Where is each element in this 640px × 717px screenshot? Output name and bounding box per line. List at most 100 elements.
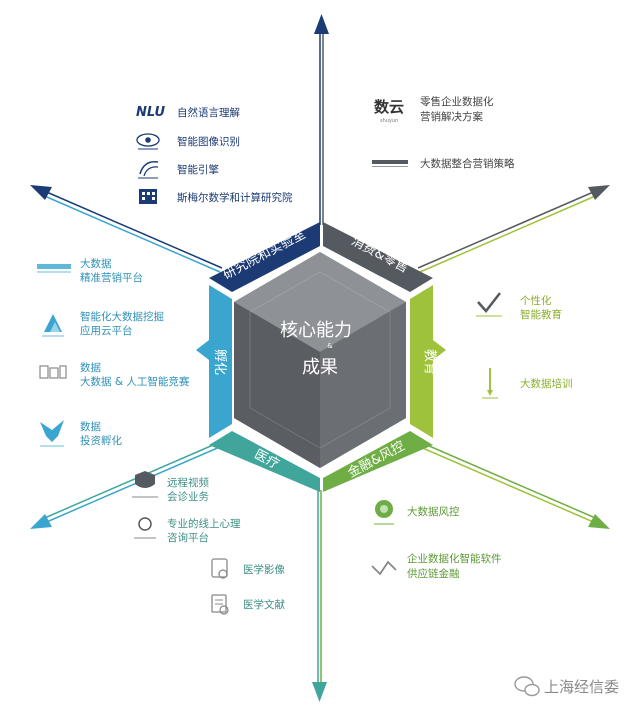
watermark: 上海经信委 [514, 676, 619, 697]
segment-label-education: 教育 [422, 349, 438, 375]
medical-item-line-2: 会诊业务 [167, 490, 209, 503]
shuyun-logo: 数云 [374, 98, 404, 116]
retail-item-shuyun: 数云 shuyun 零售企业数据化 营销解决方案 [374, 95, 494, 124]
incubation-item-line-2: 大数据 & 人工智能竞赛 [80, 375, 190, 388]
center-title: 核心能力 [280, 320, 352, 341]
checkmark-icon [476, 292, 502, 317]
incubation-item-line-2: 投资孵化 [80, 434, 122, 447]
globe-logo [374, 500, 394, 525]
segment-medical [209, 431, 320, 492]
shuyun-logo-sub: shuyun [380, 118, 398, 124]
incubation-item-marketing: 大数据 精准营销平台 [37, 257, 143, 284]
mountain-logo [42, 314, 64, 337]
research-item-institute: 斯梅尔数学和计算研究院 [139, 189, 293, 204]
axis-lower-left [30, 441, 223, 529]
nlu-logo: NLU [136, 105, 165, 120]
axis-lower-right [417, 441, 610, 529]
incubation-item-mining: 智能化大数据挖掘 应用云平台 [42, 310, 164, 337]
incubation-item-line-1: 大数据 [80, 257, 112, 270]
center-subtitle: 成果 [302, 357, 338, 378]
pen-icon [482, 368, 498, 399]
small-logo [372, 160, 408, 167]
arrowhead-upper-left [30, 185, 52, 200]
segment-retail [323, 222, 433, 292]
education-items: 个性化 智能教育 大数据培训 [476, 292, 573, 399]
medical-item-psych: 专业的线上心理 咨询平台 [134, 517, 241, 544]
research-item-label: 智能图像识别 [177, 135, 240, 148]
medical-item-literature: 医学文献 [211, 594, 285, 615]
retail-item-strategy: 大数据整合营销策略 [372, 157, 515, 170]
research-item-label: 智能引擎 [177, 163, 219, 176]
finance-item-label: 大数据风控 [407, 505, 460, 518]
axis-top [314, 14, 329, 225]
eye-icon [136, 133, 160, 150]
incubation-tab [196, 340, 209, 360]
ring-segments [196, 222, 446, 492]
research-items: NLU 自然语言理解 智能图像识别 智能引擎 [136, 105, 293, 204]
incubation-item-line-1: 智能化大数据挖掘 [80, 310, 164, 323]
medical-image-icon [211, 558, 228, 579]
segment-incubation [209, 285, 232, 438]
retail-item-label: 大数据整合营销策略 [420, 157, 515, 170]
arrowhead-top [314, 14, 329, 34]
education-item-line-1: 个性化 [520, 294, 552, 307]
incubation-item-line-1: 数据 [80, 361, 101, 374]
retail-item-line-1: 零售企业数据化 [420, 95, 494, 108]
education-item-personal: 个性化 智能教育 [476, 292, 562, 321]
medical-item-line-2: 咨询平台 [167, 531, 209, 544]
medical-items: 远程视频 会诊业务 专业的线上心理 咨询平台 医学影像 [132, 471, 285, 615]
arrowhead-lower-left [30, 514, 52, 529]
education-item-training: 大数据培训 [482, 368, 573, 399]
center-amp: & [327, 342, 333, 350]
segment-research [209, 222, 320, 292]
medical-item-video: 远程视频 会诊业务 [132, 471, 209, 503]
medical-item-line-1: 专业的线上心理 [167, 517, 241, 530]
incubation-item-line-1: 数据 [80, 420, 101, 433]
axis-upper-left [30, 185, 223, 273]
arrowhead-upper-right [588, 185, 610, 200]
segment-finance [323, 431, 433, 492]
retail-item-line-2: 营销解决方案 [420, 110, 483, 123]
incubation-item-line-2: 应用云平台 [80, 324, 133, 337]
finance-items: 大数据风控 企业数据化智能软件 供应链金融 [371, 500, 502, 580]
arrowhead-lower-right [588, 514, 610, 529]
finance-item-software: 企业数据化智能软件 供应链金融 [371, 552, 502, 580]
education-item-label: 大数据培训 [520, 377, 573, 390]
smart-engine-icon [138, 161, 159, 179]
research-item-nlu: NLU 自然语言理解 [136, 105, 240, 120]
wechat-icon [514, 676, 540, 697]
medical-item-label: 医学影像 [243, 563, 285, 576]
research-item-vision: 智能图像识别 [136, 133, 240, 150]
segment-education [410, 285, 433, 438]
research-item-label: 自然语言理解 [177, 106, 240, 119]
institute-building-icon [139, 189, 157, 204]
incubation-item-line-2: 精准营销平台 [80, 271, 143, 284]
research-item-engine: 智能引擎 [138, 161, 219, 179]
brand-logo-1 [37, 264, 71, 273]
radial-axes [30, 14, 610, 702]
data-logo [39, 365, 67, 379]
axis-upper-right [417, 185, 610, 273]
education-item-line-2: 智能教育 [520, 308, 562, 321]
arrowhead-bottom [312, 682, 327, 702]
medical-item-label: 医学文献 [243, 598, 285, 611]
segment-label-incubation: 孵化 [212, 349, 227, 375]
finance-item-line-1: 企业数据化智能软件 [407, 552, 502, 565]
shield-logo [132, 471, 158, 498]
retail-items: 数云 shuyun 零售企业数据化 营销解决方案 大数据整合营销策略 [372, 95, 515, 170]
center-hexagon: 核心能力 & 成果 [234, 252, 406, 468]
axis-bottom [312, 490, 327, 702]
incubation-item-investment: 数据 投资孵化 [40, 420, 122, 447]
incubation-item-competition: 数据 大数据 & 人工智能竞赛 [39, 361, 190, 388]
watermark-text: 上海经信委 [544, 678, 619, 696]
education-tab [433, 340, 446, 360]
infinity-logo [371, 560, 397, 576]
person-logo [134, 517, 156, 539]
incubation-items: 大数据 精准营销平台 智能化大数据挖掘 应用云平台 数据 大数据 & 人工智能竞… [37, 257, 190, 447]
medical-item-line-1: 远程视频 [167, 476, 209, 489]
eagle-logo [40, 420, 64, 447]
research-item-label: 斯梅尔数学和计算研究院 [177, 191, 293, 204]
finance-item-risk: 大数据风控 [374, 500, 460, 525]
finance-item-line-2: 供应链金融 [407, 567, 460, 580]
